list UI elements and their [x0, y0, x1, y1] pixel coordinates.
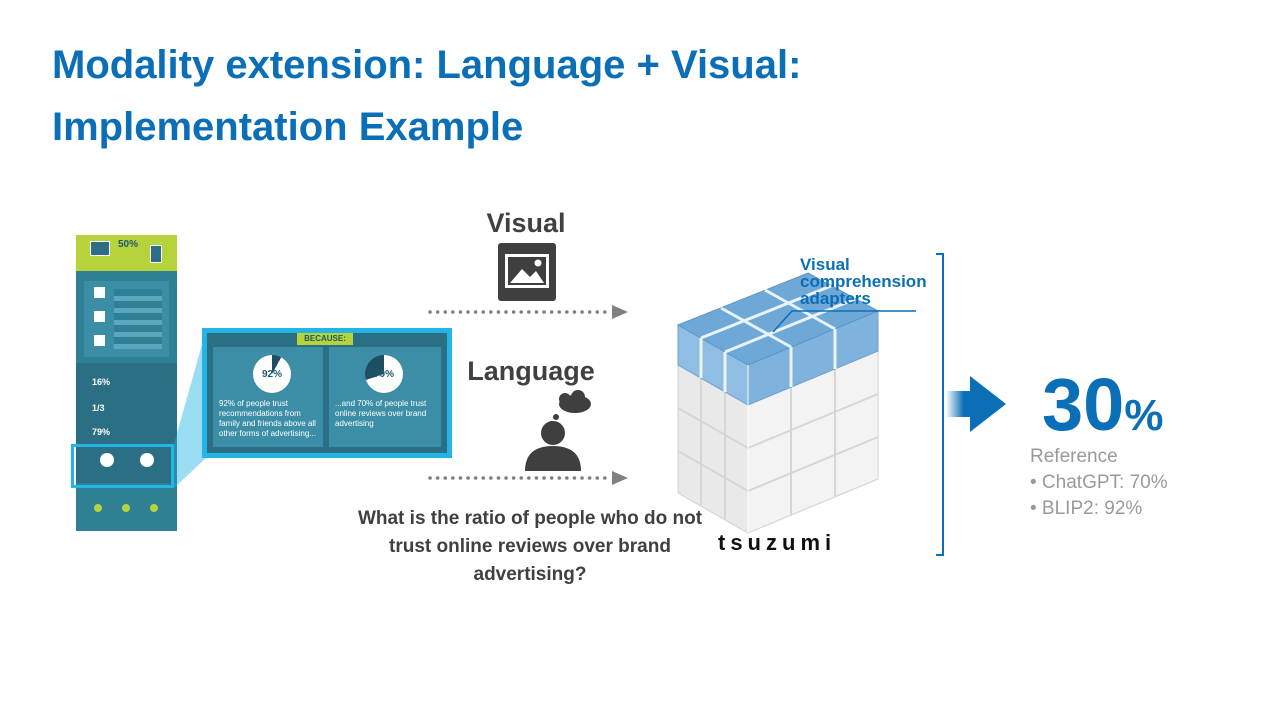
slide-title: Modality extension: Language + Visual: I…: [52, 34, 801, 158]
thumb-stat-1: 16%: [92, 377, 111, 387]
thumbnail-highlight-box: [71, 444, 174, 488]
pie-chart-70: 70%: [365, 355, 403, 393]
facebook-icon: [94, 287, 105, 298]
slide-title-line-1: Modality extension: Language + Visual:: [52, 43, 802, 87]
slide-title-line-2: Implementation Example: [52, 105, 524, 149]
thumb-pie-92: [100, 453, 114, 467]
reference-block: Reference • ChatGPT: 70% • BLIP2: 92%: [1030, 444, 1168, 522]
pie-70-label: 70%: [373, 368, 394, 380]
reference-item-chatgpt: • ChatGPT: 70%: [1030, 472, 1168, 493]
adapters-label-line-2: comprehension: [800, 272, 927, 291]
pie-92-label: 92%: [261, 368, 282, 380]
thinking-person-icon: [525, 390, 591, 471]
tablet-icon: [150, 245, 162, 263]
thumb-pie-70: [140, 453, 154, 467]
result-number: 30: [1042, 363, 1125, 446]
language-input-arrow: [428, 471, 628, 485]
devices-icon: [90, 241, 110, 256]
adapters-label-line-3: adapters: [800, 289, 871, 308]
question-text: What is the ratio of people who do not t…: [357, 508, 703, 585]
zoomed-header-tab: BECAUSE:: [297, 333, 353, 345]
zoomed-left-card: 92% 92% of people trust recommendations …: [213, 347, 323, 447]
social-stat-bars: [114, 289, 162, 349]
model-bracket: [936, 253, 944, 556]
visual-input-arrow: [428, 305, 628, 319]
infographic-top-stat: 50%: [118, 239, 139, 250]
linkedin-icon: [94, 335, 105, 346]
zoom-connector: [174, 330, 206, 488]
zoomed-panel-inner: BECAUSE: 92% 92% of people trust recomme…: [207, 333, 447, 453]
reference-item-blip2: • BLIP2: 92%: [1030, 498, 1143, 519]
zoomed-right-text: ...and 70% of people trust online review…: [335, 399, 427, 428]
result-unit: %: [1124, 391, 1164, 440]
footer-check-icon-3: [150, 504, 158, 512]
thumb-stat-2: 1/3: [92, 403, 105, 413]
adapters-label: Visual comprehension adapters: [800, 256, 927, 307]
reference-title: Reference: [1030, 446, 1118, 467]
adapter-callout-line: [772, 310, 916, 333]
tsuzumi-cube-graphic: [676, 272, 880, 534]
language-label: Language: [467, 356, 595, 386]
infographic-thumbnail: 50% 16% 1/3 79%: [76, 235, 177, 531]
visual-label: Visual: [486, 208, 566, 238]
thumb-stat-3: 79%: [92, 427, 111, 437]
image-icon: [498, 243, 556, 301]
zoomed-infographic-panel: BECAUSE: 92% 92% of people trust recomme…: [202, 328, 452, 458]
adapters-label-line-1: Visual: [800, 255, 850, 274]
footer-check-icon-1: [94, 504, 102, 512]
zoomed-left-text: 92% of people trust recommendations from…: [219, 399, 316, 438]
zoomed-right-card: 70% ...and 70% of people trust online re…: [329, 347, 441, 447]
infographic-header: 50%: [76, 235, 177, 271]
infographic-footer: [76, 490, 177, 531]
output-arrow: [946, 376, 1006, 432]
twitter-icon: [94, 311, 105, 322]
result-value: 30%: [1042, 362, 1163, 447]
infographic-social-section: [84, 281, 169, 357]
image-icon-glyph: [505, 254, 549, 288]
infographic-stats-section: 16% 1/3 79%: [76, 363, 177, 483]
model-name: tsuzumi: [718, 530, 837, 555]
footer-check-icon-2: [122, 504, 130, 512]
pie-chart-92: 92%: [253, 355, 291, 393]
